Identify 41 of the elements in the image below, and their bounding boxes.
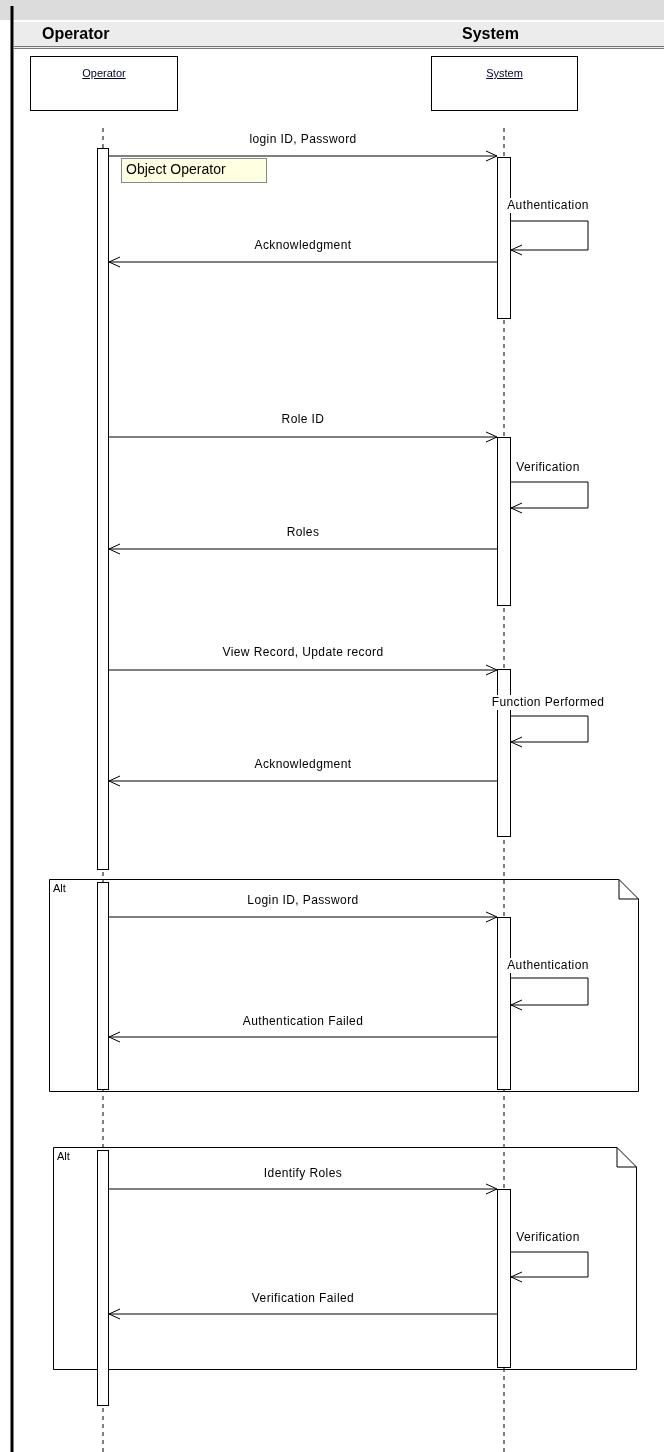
self-message-arrow bbox=[510, 715, 589, 748]
lane-title: Operator bbox=[42, 25, 110, 43]
self-message-arrow bbox=[510, 220, 589, 256]
message-arrow bbox=[108, 150, 498, 162]
activation-bar bbox=[497, 1189, 511, 1368]
message-arrow bbox=[108, 1183, 498, 1195]
message-label: Authentication bbox=[506, 958, 590, 973]
activation-bar bbox=[97, 148, 109, 870]
message-label: Acknowledgment bbox=[253, 757, 353, 772]
message-arrow bbox=[108, 543, 498, 555]
message-arrow bbox=[108, 431, 498, 443]
activation-bar bbox=[97, 1150, 109, 1406]
message-label: Function Performed bbox=[490, 695, 606, 710]
message-label: Login ID, Password bbox=[246, 893, 360, 908]
message-label: Identify Roles bbox=[262, 1166, 344, 1181]
self-message-arrow bbox=[510, 481, 589, 514]
object-name: Operator bbox=[82, 67, 126, 79]
lane-title: System bbox=[462, 25, 519, 43]
message-label: login ID, Password bbox=[248, 132, 358, 147]
message-arrow bbox=[108, 1308, 498, 1320]
tooltip bbox=[121, 158, 267, 183]
frame-label: Alt bbox=[57, 1150, 70, 1162]
lane-header bbox=[14, 22, 300, 49]
frame-label: Alt bbox=[53, 882, 66, 894]
message-arrow bbox=[108, 256, 498, 268]
message-arrow bbox=[108, 664, 498, 676]
lane-header bbox=[300, 22, 664, 49]
object-box bbox=[30, 56, 178, 111]
message-label: Authentication bbox=[506, 198, 590, 213]
self-message-arrow bbox=[510, 977, 589, 1011]
tooltip-text: Object Operator bbox=[126, 161, 226, 177]
message-arrow bbox=[108, 775, 498, 787]
activation-bar bbox=[97, 882, 109, 1090]
message-label: Acknowledgment bbox=[253, 238, 353, 253]
message-label: View Record, Update record bbox=[221, 645, 385, 660]
object-box bbox=[431, 56, 578, 111]
message-arrow bbox=[108, 1031, 498, 1043]
self-message-arrow bbox=[510, 1251, 589, 1283]
message-arrow bbox=[108, 911, 498, 923]
object-name: System bbox=[486, 67, 523, 79]
activation-bar bbox=[497, 437, 511, 606]
